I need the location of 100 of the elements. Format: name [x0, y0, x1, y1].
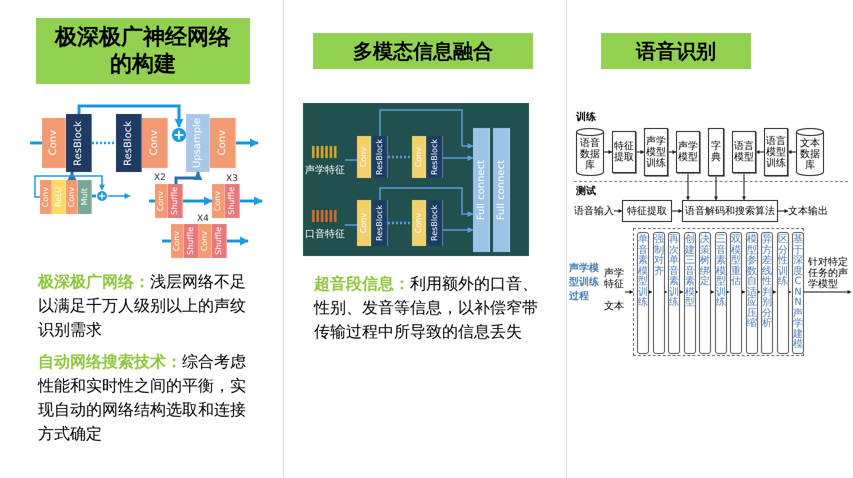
arrow — [668, 150, 676, 154]
process-box: 语言模型训练 — [764, 128, 788, 176]
process-box: 声学模型 — [676, 131, 700, 173]
process-column: 决策树绑定 — [699, 232, 711, 354]
layer-block: ResBlock — [66, 114, 92, 172]
arrow — [694, 290, 698, 294]
arrow — [236, 138, 259, 148]
connector-line — [30, 142, 42, 144]
layer-block: ResBlock — [428, 136, 443, 178]
arrow — [710, 290, 714, 294]
process-box: 声学模型训练 — [644, 128, 668, 176]
arrow — [672, 209, 682, 213]
arrow — [174, 171, 202, 184]
layer-block: Conv — [357, 136, 371, 178]
feature-label: 声学特征 — [305, 166, 345, 176]
process-column: 创建三音素模型 — [684, 232, 696, 354]
description-text: 超音段信息：利用额外的口音、性别、发音等信息，以补偿窄带传输过程中所导致的信息丢失 — [314, 273, 539, 343]
process-box: 特征提取 — [612, 131, 636, 173]
arrow — [636, 150, 644, 154]
arrow — [725, 290, 730, 294]
process-group-frame — [633, 228, 804, 356]
process-column: 区分性训练 — [777, 232, 789, 354]
arrow — [787, 290, 792, 294]
connector-line — [92, 194, 96, 198]
sum-circle — [96, 190, 108, 202]
title-banner: 语音识别 — [601, 33, 751, 69]
arrow — [772, 290, 776, 294]
arrow — [604, 150, 612, 154]
arrow — [443, 155, 474, 161]
repeat-label: X3 — [226, 173, 239, 186]
process-box: 字典 — [708, 128, 724, 176]
layer-block: ResBlock — [373, 136, 388, 178]
connector-line — [345, 224, 357, 226]
section-label: 训练 — [576, 110, 597, 125]
layer-block: Conv — [171, 224, 184, 258]
arrow — [756, 150, 764, 154]
layer-block: Conv — [40, 180, 52, 214]
process-column: 三音素模型训练 — [715, 232, 727, 354]
arrow — [78, 104, 184, 128]
layer-block: ResBlock — [428, 200, 443, 246]
connector-line — [92, 142, 116, 144]
process-column: 模型参数自适应压缩 — [746, 232, 758, 354]
repeat-label: X2 — [154, 172, 167, 185]
repeat-label: X4 — [197, 213, 210, 226]
layer-block: Conv — [212, 184, 225, 218]
process-column: 双模型重估 — [730, 232, 742, 354]
connector-line — [388, 156, 412, 158]
layer-block: Conv — [199, 224, 212, 258]
process-column: 再次单音素训练 — [668, 232, 680, 354]
layer-block: Full connect — [473, 128, 490, 252]
sum-circle — [171, 127, 187, 143]
layer-block: ResBlock — [116, 114, 142, 172]
connector-line — [162, 240, 171, 242]
process-column: 异方差线性判别分析 — [761, 232, 773, 354]
arrow — [240, 196, 263, 206]
arrow — [678, 290, 684, 294]
arrow — [778, 209, 788, 213]
arrow — [68, 171, 76, 180]
arrow — [742, 172, 746, 200]
arrow — [443, 227, 474, 233]
arrow — [108, 193, 131, 199]
feature-label: 口音特征 — [305, 230, 345, 240]
node-text: 文本数据库 — [800, 138, 820, 171]
layer-block: Upsample — [186, 114, 210, 172]
layer-block: ResBlock — [373, 200, 388, 246]
arrow — [614, 209, 622, 213]
process-title: 声学模型训练过程 — [569, 262, 600, 304]
layer-block: Conv — [412, 200, 426, 246]
process-column: 单音素模型训练 — [637, 232, 649, 354]
arrow — [379, 109, 474, 149]
title-banner: 多模态信息融合 — [313, 33, 533, 69]
arrow — [788, 150, 796, 154]
description-text: 极深极广网络：浅层网络不足以满足千万人级别以上的声纹识别需求 — [38, 271, 247, 341]
layer-block: Conv — [66, 180, 78, 214]
arrow — [624, 290, 634, 294]
layer-block: ReLU — [52, 180, 66, 214]
arrow — [804, 290, 852, 294]
arrow — [714, 176, 718, 200]
process-column: 强制对齐 — [653, 232, 665, 354]
title-banner: 极深极广神经网络的构建 — [36, 18, 250, 84]
arrow — [227, 236, 249, 246]
arrow — [756, 290, 760, 294]
section-label: 测试 — [576, 184, 597, 199]
layer-block: Shuffle — [212, 224, 227, 258]
arrow — [740, 290, 746, 294]
layer-block: Conv — [210, 118, 236, 168]
layer-block: Shuffle — [225, 184, 240, 218]
connector-line — [149, 200, 155, 202]
arrow — [183, 196, 213, 206]
flow-text: 声学特征 — [604, 268, 624, 290]
layer-block: Conv — [357, 200, 371, 246]
node-text: 语音数据库 — [580, 138, 600, 171]
arrow — [686, 172, 690, 200]
arrow — [663, 290, 668, 294]
layer-block: Mult — [78, 180, 92, 214]
process-box: 语音解码和搜索算法 — [682, 200, 778, 222]
process-box: 特征提取 — [622, 200, 672, 222]
process-column: 基于深度CNN声学建模 — [792, 232, 804, 354]
flow-text: 文本输出 — [788, 203, 828, 219]
layer-block: Shuffle — [168, 184, 183, 218]
